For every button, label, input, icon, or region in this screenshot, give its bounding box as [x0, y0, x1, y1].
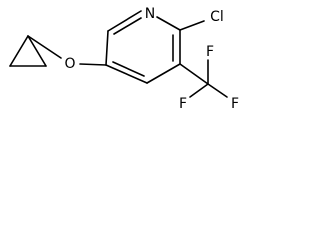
trifluoromethyl-group	[179, 59, 228, 98]
bond-cf3-f-left	[189, 83, 209, 98]
bond-cf3-f-right	[207, 83, 228, 98]
atom-fluorine-right: F	[231, 96, 239, 112]
bond-cyclopropyl-right	[27, 35, 47, 67]
structure-canvas: N Cl O F F F	[0, 0, 259, 130]
atom-chlorine: Cl	[210, 9, 224, 25]
atom-oxygen: O	[64, 56, 75, 72]
bond-n-c2	[156, 16, 181, 31]
atom-fluorine-left: F	[179, 96, 187, 112]
bond-c3-cf3	[179, 63, 209, 85]
bond-oxygen-ring	[79, 63, 107, 66]
bond-c2-chlorine	[179, 20, 205, 31]
bond-c4-c5-inner	[112, 61, 145, 77]
bond-c6-n-inner	[113, 17, 142, 35]
cyclopropyl-ring	[9, 35, 47, 67]
pyridine-ring	[105, 10, 181, 84]
atom-nitrogen: N	[145, 6, 155, 22]
atom-fluorine-top: F	[206, 44, 214, 60]
bond-c5-c6	[105, 30, 109, 66]
bond-cyclopropyl-oxygen	[27, 35, 62, 59]
chemical-structure: N Cl O F F F	[9, 6, 239, 112]
bond-c6-n	[107, 10, 142, 32]
bond-cyclopropyl-left	[9, 35, 29, 67]
bond-c3-c4	[146, 63, 181, 84]
bond-c4-c5	[105, 64, 148, 84]
